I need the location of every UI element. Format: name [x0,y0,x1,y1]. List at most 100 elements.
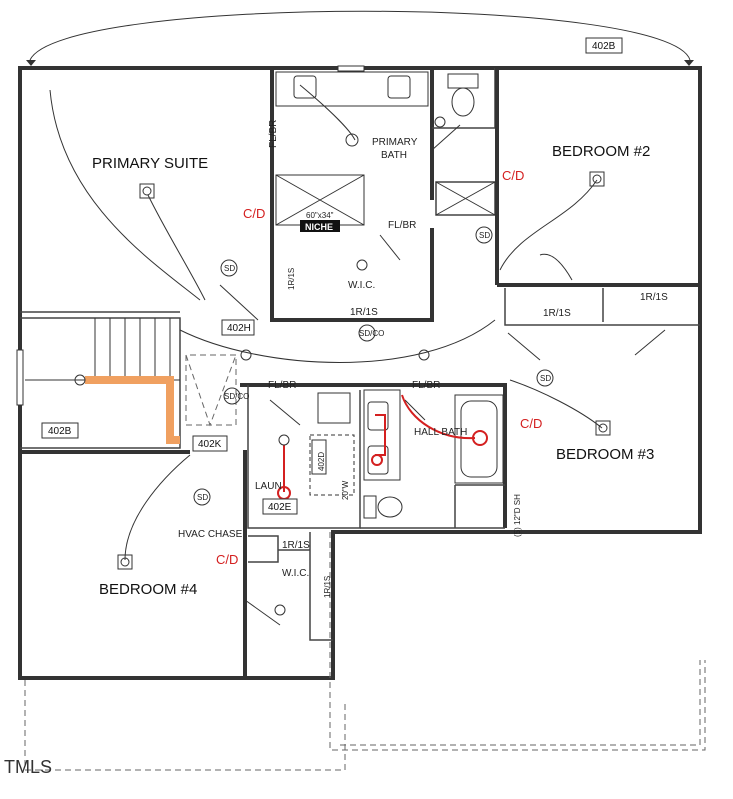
note-fl-br-wic: FL/BR [388,220,416,231]
wire-primary [49,89,201,301]
hall-toilet [377,496,403,518]
tag-402k: 402K [198,439,222,450]
wire-bed2 [499,179,598,271]
tag-402b-top: 402B [592,41,616,52]
ceiling-fixture-laundry [278,434,290,446]
room-bedroom-3: BEDROOM #3 [556,446,654,463]
wall-hall-right [240,383,507,528]
hall-sink-red [375,414,386,456]
exterior-wall [18,66,702,680]
wire-bath [299,84,356,141]
note-fl-br-hall: FL/BR [412,380,440,391]
sdco-hall-1 [358,324,376,342]
fan-bed3 [595,420,611,436]
hall-sink-1 [367,401,389,431]
hall-sink-2 [367,445,389,475]
door-laundry [269,399,301,426]
fan-bed2 [589,171,605,187]
tag-402h-box [221,319,255,336]
wall-primary-bath-left [270,68,434,322]
dashed-attic-x [185,354,237,427]
note-dim-20: 20"W [341,480,350,500]
laundry-shelf [309,434,355,496]
sd-bed2-label: SD [479,231,490,240]
sink-left [293,75,317,99]
room-bedroom-4: BEDROOM #4 [99,581,197,598]
dimension-arc [29,10,691,61]
wall-wic-bed4 [309,532,333,641]
room-primary-bath-2: BATH [381,150,407,161]
staircase [25,318,180,444]
dashed-lower-area [329,532,706,751]
ceiling-fixture-stair [74,374,86,386]
sd-bed3-label: SD [540,374,551,383]
hall-bath-red-wire [401,394,476,440]
ceiling-fixture-wic-bed4 [274,604,286,616]
sd-bed2 [475,226,493,244]
stair-rail [85,376,180,444]
sd-primary [220,259,238,277]
ceiling-fixture-linen [434,116,446,128]
hall-bath-fan-red [472,430,488,446]
note-fl-br-primary: FL/BR [268,120,279,148]
vanity-counter [275,71,429,107]
laundry-sink [317,392,351,424]
room-wic-bed4: W.I.C. [282,568,309,579]
door-bed4 [244,599,281,626]
niche-box [300,220,340,232]
shower-size: 60"x34" [306,211,334,220]
fan-bed4-dot [120,557,130,567]
sd-bed3 [536,369,554,387]
note-shelf-bed3: 1R/1S [543,308,571,319]
fan-bed3-dot [598,423,608,433]
room-wic-primary: W.I.C. [348,280,375,291]
watermark: TMLS [4,757,52,777]
fan-primary-suite-dot [142,186,152,196]
sdco-hall-2-label: SD/CO [224,392,249,401]
wall-hall-bath [360,484,505,529]
note-shelf-bed2: 1R/1S [640,292,668,303]
niche-label: NICHE [305,222,333,232]
tag-402e: 402E [268,502,292,513]
tag-402k-box [192,435,228,452]
shower-x [275,174,365,226]
tag-402d-box [311,439,327,475]
wall-stair-area [20,317,181,449]
door-bed3 [507,329,666,361]
window-top [337,65,365,72]
ceiling-fixture-wic [356,259,368,271]
note-shelf-bed4-vertical: 1R/1S [323,576,332,598]
note-fl-br-laundry: FL/BR [268,380,296,391]
cd-bed4: C/D [216,552,238,567]
sdco-hall-2 [223,387,241,405]
cd-primary: C/D [243,206,265,221]
wall-wc [432,68,496,129]
wire-hall [179,319,496,363]
hall-vanity [363,389,401,481]
door-primary [219,284,259,321]
wire-bed4 [124,454,191,561]
tag-402b-stair: 402B [48,426,72,437]
tag-402b-stair-box [41,422,79,439]
note-shelf-primary-wic: 1R/1S [350,307,378,318]
window-stair [16,349,24,406]
room-hall-bath: HALL BATH [414,427,467,438]
fan-primary-suite [139,183,155,199]
toilet-tank-primary [447,73,479,89]
hall-toilet-tank [363,495,377,519]
fan-bed4 [117,554,133,570]
arc-arrow-right [684,60,694,66]
sink-right [387,75,411,99]
cd-bed2: C/D [502,168,524,183]
wall-hvac [248,535,279,563]
sd-bed4-label: SD [197,493,208,502]
dashed-attic-access [185,354,237,426]
toilet-bowl-primary [451,87,475,117]
linen-x [435,181,496,216]
fan-bed2-dot [592,174,602,184]
sd-primary-label: SD [224,264,235,273]
wall-closets-bed2 [504,288,700,326]
cd-bed3: C/D [520,416,542,431]
tag-402b-top-box [585,37,623,54]
